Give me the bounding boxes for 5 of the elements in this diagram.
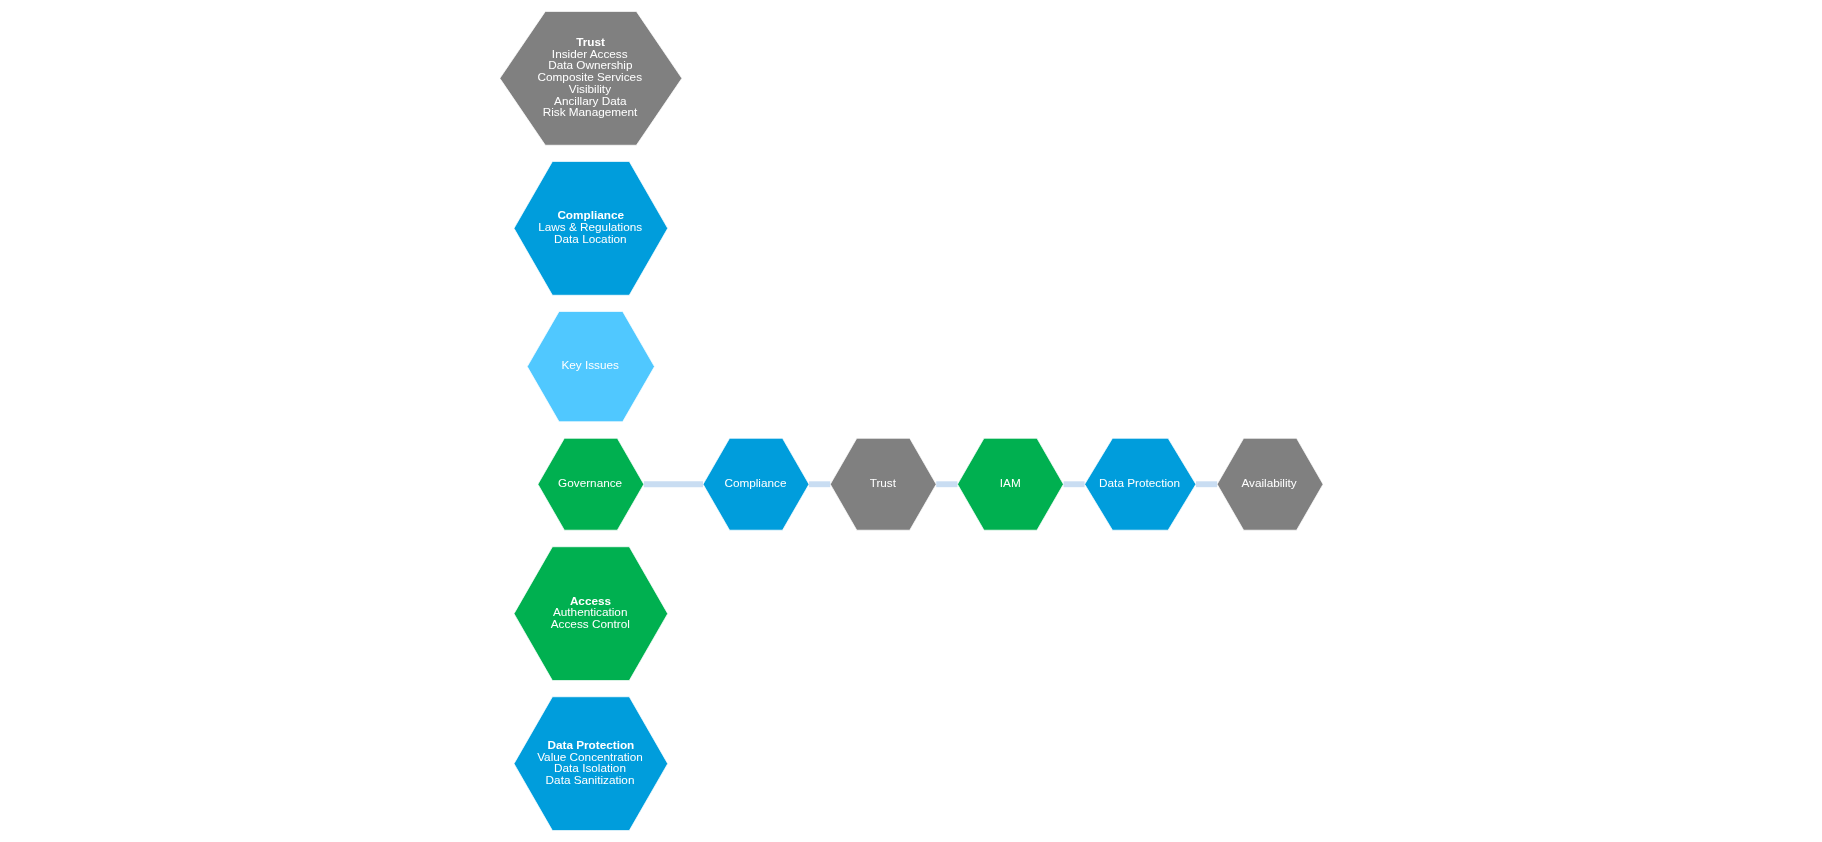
connector — [1195, 481, 1217, 488]
connector — [1063, 481, 1085, 488]
connector — [643, 481, 703, 488]
connector — [808, 481, 830, 488]
connector — [935, 481, 957, 488]
